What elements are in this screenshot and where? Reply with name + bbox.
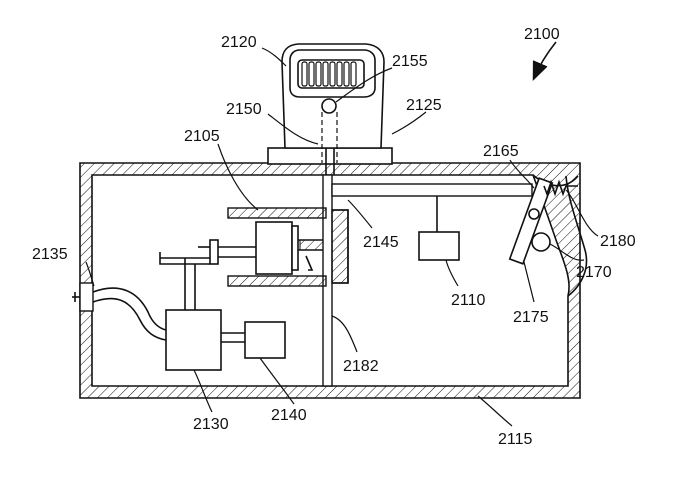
figure-arrow xyxy=(532,41,557,81)
label-2120: 2120 xyxy=(221,34,257,51)
label-2155: 2155 xyxy=(392,53,428,70)
reference-numerals: 2100 2120 2155 2150 2125 2105 2165 2135 … xyxy=(32,26,636,448)
plug-contacts xyxy=(301,61,357,87)
cam-2170 xyxy=(531,232,551,252)
spring-2180 xyxy=(543,179,578,197)
connector-bar-2145 xyxy=(331,183,533,232)
figure-number-2100: 2100 xyxy=(524,26,560,43)
label-2125: 2125 xyxy=(406,97,442,114)
label-2140: 2140 xyxy=(271,407,307,424)
actuator-2105 xyxy=(198,207,327,287)
plug-base-2125 xyxy=(267,147,393,165)
controller-2140 xyxy=(244,321,286,359)
trigger-2175 xyxy=(508,177,554,265)
label-2135: 2135 xyxy=(32,246,68,263)
battery-2130 xyxy=(165,309,222,371)
divider-wall-2182 xyxy=(322,174,349,387)
label-2182: 2182 xyxy=(343,358,379,375)
label-2175: 2175 xyxy=(513,309,549,326)
wiring xyxy=(159,252,245,343)
label-2115: 2115 xyxy=(498,431,533,448)
label-2110: 2110 xyxy=(451,292,486,309)
plug-hole-2155 xyxy=(321,98,337,114)
plug-2120 xyxy=(267,43,393,165)
module-2110 xyxy=(418,231,460,261)
label-2170: 2170 xyxy=(576,264,612,281)
label-2150: 2150 xyxy=(226,101,262,118)
label-2105: 2105 xyxy=(184,128,220,145)
port-2135 xyxy=(72,282,167,341)
label-2180: 2180 xyxy=(600,233,636,250)
label-2165: 2165 xyxy=(483,143,519,160)
pivot-pin-2165 xyxy=(528,208,540,220)
label-2130: 2130 xyxy=(193,416,229,433)
leader-lines xyxy=(85,47,599,427)
trigger-assembly xyxy=(508,177,578,265)
label-2145: 2145 xyxy=(363,234,399,251)
